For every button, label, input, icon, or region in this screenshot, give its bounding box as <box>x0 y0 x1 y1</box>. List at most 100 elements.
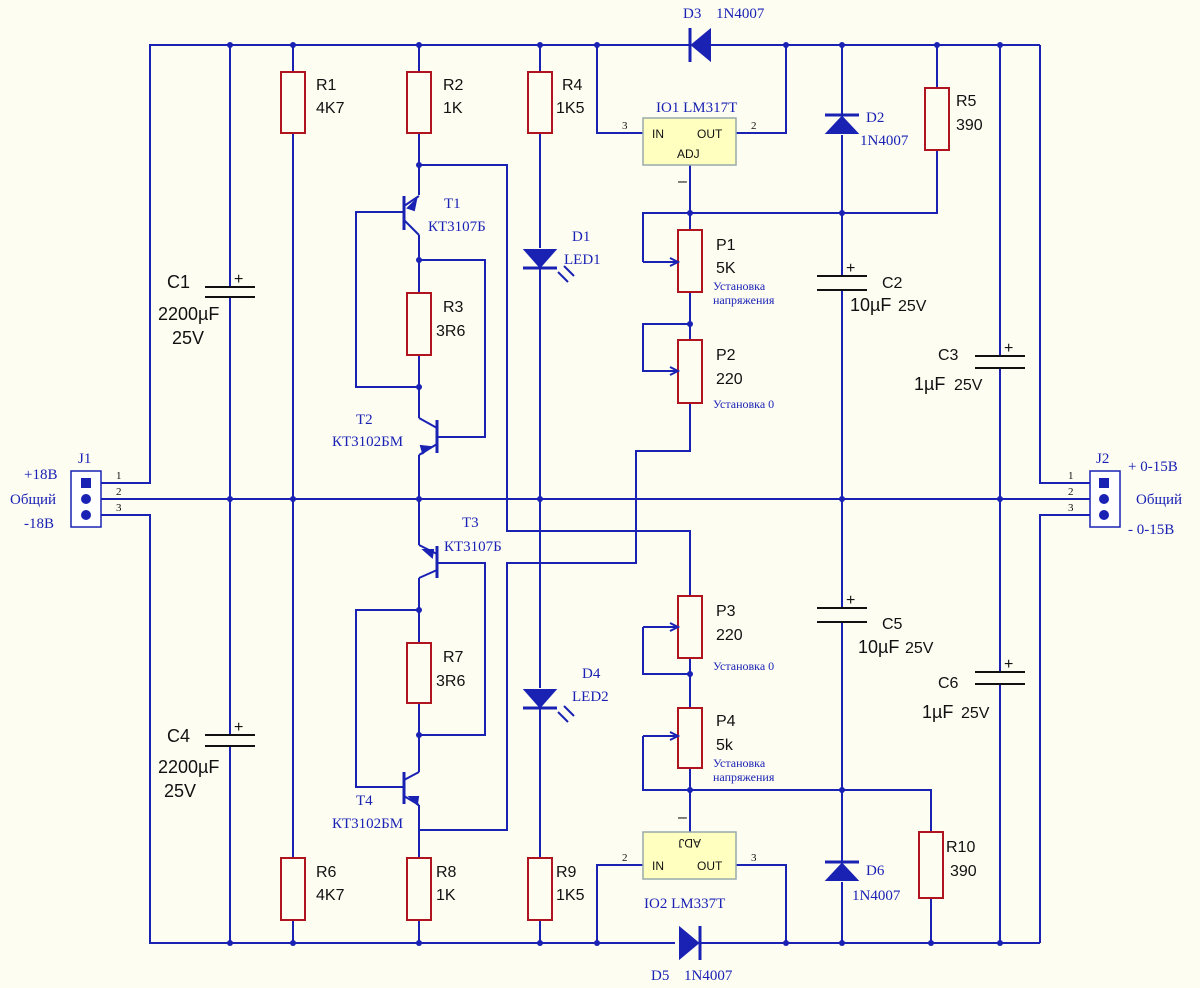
svg-text:3R6: 3R6 <box>436 323 465 340</box>
svg-text:220: 220 <box>716 627 743 644</box>
svg-text:25V: 25V <box>905 640 934 657</box>
svg-text:Установка 0: Установка 0 <box>713 397 774 411</box>
svg-text:1: 1 <box>1068 470 1074 482</box>
svg-text:2: 2 <box>116 486 122 498</box>
svg-text:+: + <box>234 719 243 736</box>
svg-text:1K5: 1K5 <box>556 887 585 904</box>
svg-text:1N4007: 1N4007 <box>684 968 733 984</box>
svg-text:390: 390 <box>950 863 977 880</box>
connector-j2: J2 1 2 3 + 0-15В Общий - 0-15В <box>1068 451 1182 538</box>
svg-text:P1: P1 <box>716 237 736 254</box>
svg-text:КТ3107Б: КТ3107Б <box>444 539 502 555</box>
svg-text:R5: R5 <box>956 93 977 110</box>
svg-text:–: – <box>678 809 687 826</box>
svg-text:D2: D2 <box>866 110 884 126</box>
svg-text:R9: R9 <box>556 864 577 881</box>
svg-text:P4: P4 <box>716 713 736 730</box>
regulator-io1: IN OUT ADJ 3 2 – IO1 LM317T <box>622 100 757 190</box>
resistor-r8 <box>406 857 432 921</box>
svg-text:OUT: OUT <box>697 859 723 873</box>
svg-text:2200µF: 2200µF <box>158 304 219 324</box>
svg-text:220: 220 <box>716 371 743 388</box>
svg-text:25V: 25V <box>961 705 990 722</box>
svg-text:T1: T1 <box>444 196 461 212</box>
svg-text:Установка 0: Установка 0 <box>713 659 774 673</box>
component-labels: D3 1N4007 D5 1N4007 D2 1N4007 D6 1N4007 … <box>158 6 990 984</box>
svg-text:390: 390 <box>956 117 983 134</box>
transistors <box>402 195 439 807</box>
svg-text:2: 2 <box>751 120 757 132</box>
svg-text:LED1: LED1 <box>564 252 601 268</box>
svg-text:P3: P3 <box>716 603 736 620</box>
svg-text:D1: D1 <box>572 229 590 245</box>
svg-text:Общий: Общий <box>10 492 56 508</box>
svg-text:-18В: -18В <box>24 516 54 532</box>
svg-text:1N4007: 1N4007 <box>860 133 909 149</box>
resistor-r6 <box>280 857 306 921</box>
svg-text:1µF: 1µF <box>922 702 953 722</box>
svg-text:+18В: +18В <box>24 467 57 483</box>
svg-text:1K: 1K <box>436 887 456 904</box>
svg-text:R8: R8 <box>436 864 457 881</box>
pot-p2 <box>677 339 703 404</box>
svg-text:J2: J2 <box>1096 451 1109 467</box>
resistor-r5 <box>924 87 950 151</box>
svg-text:C1: C1 <box>167 272 190 292</box>
svg-text:P2: P2 <box>716 347 736 364</box>
resistor-r10 <box>918 831 944 899</box>
svg-text:+: + <box>1004 656 1013 673</box>
capacitors: + + + + + + <box>205 260 1025 747</box>
svg-text:R7: R7 <box>443 649 464 666</box>
svg-text:25V: 25V <box>898 298 927 315</box>
svg-text:R6: R6 <box>316 864 337 881</box>
resistor-r2 <box>406 71 432 134</box>
svg-text:1K: 1K <box>443 100 463 117</box>
svg-text:3: 3 <box>1068 502 1074 514</box>
svg-text:+: + <box>234 271 243 288</box>
svg-text:КТ3107Б: КТ3107Б <box>428 219 486 235</box>
svg-text:D5: D5 <box>651 968 669 984</box>
svg-text:D6: D6 <box>866 863 885 879</box>
svg-text:+: + <box>1004 340 1013 357</box>
svg-text:3: 3 <box>751 852 757 864</box>
svg-text:C4: C4 <box>167 726 190 746</box>
svg-text:T2: T2 <box>356 412 373 428</box>
svg-text:напряжения: напряжения <box>713 770 775 784</box>
svg-text:- 0-15В: - 0-15В <box>1128 522 1174 538</box>
svg-text:C3: C3 <box>938 347 959 364</box>
svg-text:1K5: 1K5 <box>556 100 585 117</box>
pot-p1 <box>677 229 703 293</box>
svg-text:IN: IN <box>652 127 664 141</box>
svg-text:J1: J1 <box>78 451 91 467</box>
wires <box>101 44 1100 944</box>
svg-text:3: 3 <box>116 502 122 514</box>
svg-text:T4: T4 <box>356 793 373 809</box>
svg-text:5K: 5K <box>716 260 736 277</box>
svg-text:R1: R1 <box>316 77 337 94</box>
resistor-r9 <box>527 857 553 921</box>
resistor-r4 <box>527 71 553 134</box>
svg-text:2200µF: 2200µF <box>158 757 219 777</box>
resistor-r3 <box>406 292 432 356</box>
svg-text:2: 2 <box>1068 486 1074 498</box>
regulator-io2: IN OUT ADJ 2 3 – IO2 LM337T <box>622 809 757 912</box>
svg-text:1: 1 <box>116 470 122 482</box>
svg-text:Установка: Установка <box>713 279 766 293</box>
svg-text:–: – <box>678 173 687 190</box>
svg-text:3R6: 3R6 <box>436 673 465 690</box>
svg-text:OUT: OUT <box>697 127 723 141</box>
svg-text:2: 2 <box>622 852 628 864</box>
svg-text:ADJ: ADJ <box>678 836 701 850</box>
svg-text:R4: R4 <box>562 77 583 94</box>
svg-text:LED2: LED2 <box>572 689 609 705</box>
svg-text:1N4007: 1N4007 <box>852 888 901 904</box>
svg-text:C6: C6 <box>938 675 959 692</box>
svg-text:D3: D3 <box>683 6 701 22</box>
diodes <box>522 27 860 961</box>
pot-p4 <box>677 707 703 769</box>
svg-text:25V: 25V <box>954 377 983 394</box>
svg-text:КТ3102БМ: КТ3102БМ <box>332 434 403 450</box>
svg-text:10µF: 10µF <box>850 295 891 315</box>
